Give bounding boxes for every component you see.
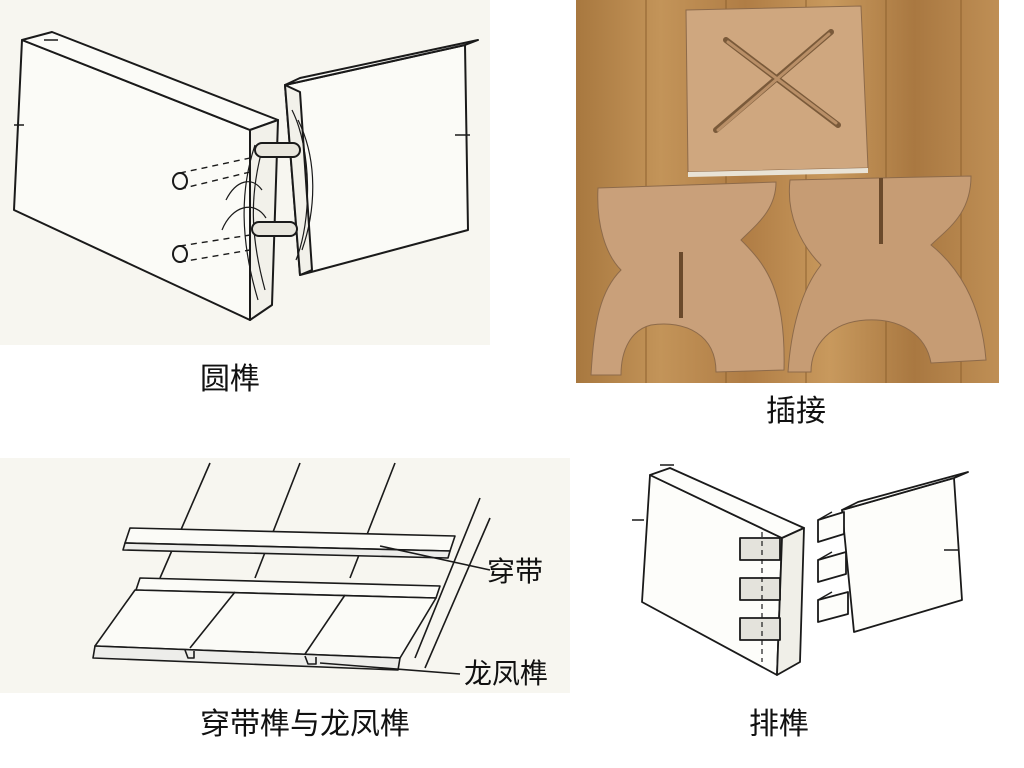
caption-comb-joint: 排榫 [749, 707, 809, 742]
comb-joint-illustration [622, 450, 972, 685]
batten-tongue-groove-illustration [0, 458, 570, 693]
caption-insert-joint: 插接 [766, 394, 826, 429]
callout-batten: 穿带 [487, 555, 544, 588]
caption-batten-tongue-groove: 穿带榫与龙凤榫 [200, 707, 410, 742]
insert-joint-drawing [576, 0, 999, 383]
batten-tongue-groove-drawing [0, 458, 570, 693]
callout-tongue-groove: 龙凤榫 [464, 657, 549, 690]
insert-joint-photo [576, 0, 999, 383]
dowel-joint-drawing [0, 0, 490, 345]
caption-dowel-joint: 圆榫 [200, 362, 260, 397]
comb-joint-drawing [622, 450, 972, 685]
dowel-joint-illustration [0, 0, 490, 345]
